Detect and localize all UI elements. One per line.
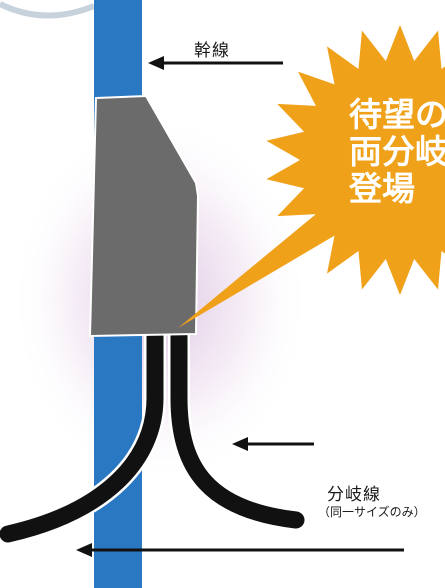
starburst-callout <box>178 25 445 328</box>
callout-line-2: 両分岐 <box>349 132 445 171</box>
trunk-arrow <box>148 56 283 70</box>
connector-body <box>88 94 200 338</box>
branch-arrow <box>232 437 314 451</box>
trunk-label: 幹線 <box>194 41 230 61</box>
bottom-arrow <box>76 543 404 557</box>
callout-line-3: 登場 <box>349 169 415 208</box>
callout-line-1: 待望の <box>349 95 445 134</box>
callout-text: 待望の 両分岐 登場 <box>349 96 445 207</box>
branch-label: 分岐線 <box>327 485 381 505</box>
corner-circle-outline <box>0 1 96 19</box>
branch-note: （同一サイズのみ） <box>318 505 426 519</box>
